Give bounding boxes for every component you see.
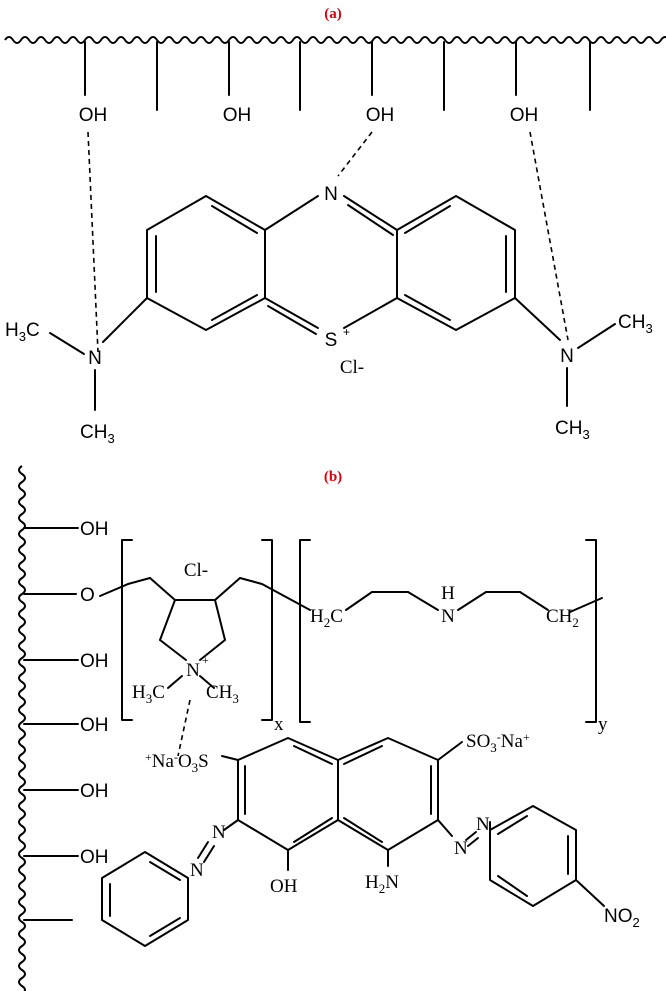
azo-right-n2: N — [476, 814, 490, 835]
quat-nitrogen: N — [186, 660, 200, 681]
panel-label-a: (a) — [324, 6, 342, 22]
hydroxyl-a-3: OH — [366, 105, 395, 126]
nh-hydrogen: H — [441, 583, 455, 604]
nh-nitrogen: N — [441, 606, 455, 627]
sulfonate-left: +Na-O3S — [145, 750, 209, 775]
left-methyl-top-bond — [49, 332, 85, 355]
azo-right-double-2 — [467, 837, 479, 847]
azo-right-n1: N — [454, 838, 468, 859]
left-methyl-top: H3C — [5, 320, 40, 344]
hydroxyl-b-5: OH — [80, 847, 109, 868]
quat-charge: + — [202, 653, 209, 667]
azo-left-double-1 — [197, 841, 209, 859]
hbond-a-right — [529, 131, 569, 341]
azo-left-n1: N — [212, 822, 226, 843]
hydroxyl-b-4: OH — [80, 781, 109, 802]
hbond-a-center — [337, 131, 373, 177]
phenyl-ring-left — [101, 851, 189, 947]
left-methyl-bottom: CH3 — [80, 422, 115, 446]
azo-left-n2: N — [190, 860, 204, 881]
pyrrolidinium-ring — [127, 577, 263, 689]
hydroxyl-a-1: OH — [79, 105, 108, 126]
backbone-pendants-b — [23, 527, 79, 921]
left-amine-n: N — [88, 348, 102, 369]
hydroxyl-b-3: OH — [80, 715, 109, 736]
bracket-x — [121, 539, 273, 721]
chain-link-bond — [261, 583, 311, 611]
polymer-backbone-a — [4, 36, 666, 44]
phenyl-ring-right — [489, 805, 605, 907]
backbone-pendants-a — [84, 41, 591, 111]
ether-link-bond — [99, 583, 129, 597]
nitro-group: NO2 — [604, 906, 640, 930]
ionic-interaction — [177, 699, 191, 757]
hydroxyl-b-2: OH — [80, 651, 109, 672]
counterion-b: Cl- — [184, 560, 208, 581]
right-methyl-bottom: CH3 — [555, 418, 590, 442]
h2c-group: H2C — [310, 606, 343, 630]
sulfur-charge: + — [343, 325, 350, 339]
amino-group: H2N — [365, 872, 399, 896]
subscript-y: y — [598, 714, 608, 735]
hydroxyl-b-1: OH — [80, 519, 109, 540]
phenothiazinium-core — [102, 195, 561, 343]
naphthalene-core — [221, 737, 463, 871]
right-methyl-top-bond — [577, 323, 616, 349]
right-amine-n: N — [560, 346, 574, 367]
hydroxyl-a-4: OH — [510, 105, 539, 126]
azo-right-double-1 — [465, 831, 477, 841]
azo-left-double-2 — [203, 845, 215, 863]
naphthol-hydroxyl: OH — [270, 876, 298, 897]
methyl-b-left: H3C — [132, 682, 165, 706]
ch2-group: CH2 — [546, 606, 579, 630]
pei-chain — [345, 591, 603, 613]
subscript-x: x — [274, 714, 284, 735]
methyl-b-right: CH3 — [206, 682, 239, 706]
hbond-a-left — [87, 131, 99, 353]
hydroxyl-a-2: OH — [223, 105, 252, 126]
panel-label-b: (b) — [324, 469, 342, 485]
ring-nitrogen: N — [324, 184, 338, 205]
sulfonate-right: SO3-Na+ — [466, 730, 530, 755]
ring-sulfur: S — [325, 330, 338, 351]
ether-oxygen: O — [80, 585, 95, 606]
polymer-backbone-b — [18, 465, 26, 991]
right-methyl-top: CH3 — [618, 312, 653, 336]
counterion-a: Cl- — [340, 357, 364, 378]
bracket-y — [299, 539, 597, 723]
